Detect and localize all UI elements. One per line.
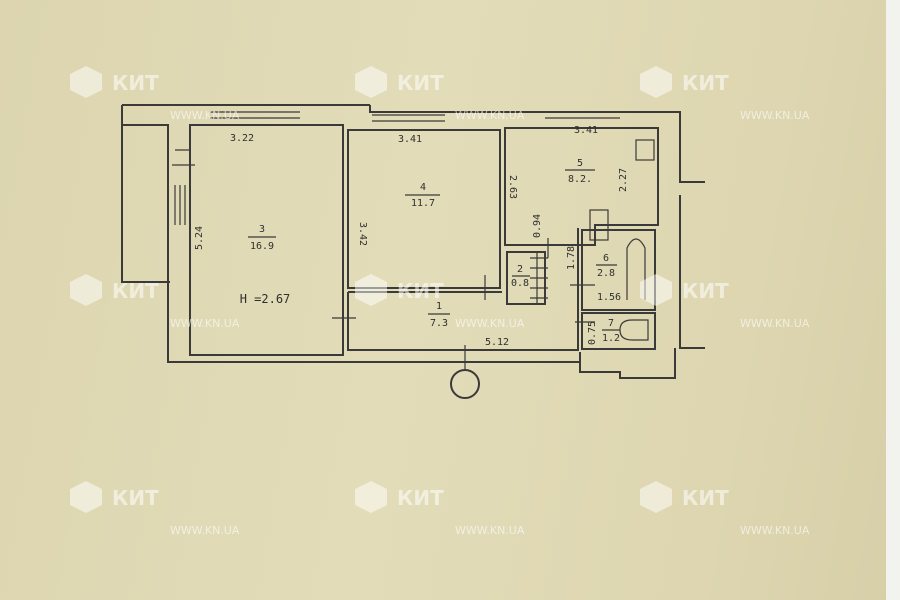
kit-logo-icon	[355, 481, 387, 513]
dim-label: 3.22	[230, 133, 254, 144]
dim-label: 0.94	[532, 214, 543, 238]
room-number: 4	[420, 182, 426, 193]
balcony-wall	[121, 104, 370, 283]
dim-label: 1.56	[597, 292, 621, 303]
labels: 3.22 3.41 3.41 5.24 3.42 2.63 2.27 5.12 …	[194, 125, 629, 348]
door-marks	[332, 238, 595, 370]
ceiling-height: H =2.67	[240, 292, 291, 306]
room-area: 0.8	[511, 278, 529, 289]
watermark-logo-text: КИТ	[397, 71, 444, 95]
kit-logo-icon	[640, 481, 672, 513]
kit-logo-icon	[70, 481, 102, 513]
room-number: 2	[517, 264, 523, 275]
kit-logo-icon	[70, 274, 102, 306]
dim-label: 2.63	[507, 175, 518, 199]
windows-top	[210, 111, 620, 122]
dim-label: 3.41	[574, 125, 598, 136]
watermark-logo-text: КИТ	[112, 279, 159, 303]
watermark-logo-text: КИТ	[397, 279, 444, 303]
room-area: 1.2	[602, 333, 620, 344]
watermark-logo-text: КИТ	[682, 71, 729, 95]
entrance-circle	[450, 369, 480, 399]
kit-logo-icon	[70, 66, 102, 98]
room-area: 11.7	[411, 198, 435, 209]
dim-label: 5.12	[485, 337, 509, 348]
kit-logo-icon	[355, 274, 387, 306]
watermark-url: WWW.KN.UA	[455, 109, 525, 122]
walls	[121, 104, 705, 399]
watermark-url: WWW.KN.UA	[455, 317, 525, 330]
room-6-outline	[581, 229, 656, 311]
watermark-logo-text: КИТ	[682, 279, 729, 303]
stove-icon	[635, 139, 655, 161]
toilet-icon	[619, 319, 649, 341]
room-number: 3	[259, 224, 265, 235]
room-number: 5	[577, 158, 583, 169]
room-7-outline	[581, 312, 656, 350]
watermark-logo-text: КИТ	[682, 486, 729, 510]
kit-logo-icon	[355, 66, 387, 98]
room-area: 2.8	[597, 268, 615, 279]
watermark-url: WWW.KN.UA	[170, 524, 240, 537]
room-4-outline	[347, 129, 501, 289]
dim-label: 3.41	[398, 134, 422, 145]
dim-label: 2.27	[618, 168, 629, 192]
outer-wall-left-bottom	[167, 125, 580, 363]
shelves	[530, 252, 548, 304]
watermark-url: WWW.KN.UA	[740, 317, 810, 330]
watermark-logo-text: КИТ	[112, 71, 159, 95]
dim-label: 5.24	[194, 226, 205, 250]
watermark-logo-text: КИТ	[112, 486, 159, 510]
dim-label: 3.42	[357, 222, 368, 246]
watermark-url: WWW.KN.UA	[170, 109, 240, 122]
watermark-url: WWW.KN.UA	[455, 524, 525, 537]
kit-logo-icon	[640, 66, 672, 98]
room-area: 7.3	[430, 318, 448, 329]
outer-wall-right	[369, 105, 705, 379]
room-area: 16.9	[250, 241, 274, 252]
room-number: 6	[603, 253, 609, 264]
room-3-outline	[189, 124, 344, 356]
dim-label: 1.78	[566, 246, 577, 270]
watermark-url: WWW.KN.UA	[170, 317, 240, 330]
room-area: 8.2.	[568, 174, 592, 185]
bathtub-icon	[626, 238, 646, 300]
room-number: 1	[436, 301, 442, 312]
window-left	[172, 149, 195, 225]
watermark-url: WWW.KN.UA	[740, 524, 810, 537]
vent-icon	[589, 209, 609, 241]
room-5-outline	[504, 127, 659, 246]
watermark-logo-text: КИТ	[397, 486, 444, 510]
watermarks: КИТ WWW.KN.UA КИТ WWW.KN.UA КИТ WWW.KN.UA КИТ W…	[70, 66, 810, 537]
kit-logo-icon	[640, 274, 672, 306]
paper-edge	[886, 0, 900, 600]
watermark-url: WWW.KN.UA	[740, 109, 810, 122]
room-number: 7	[608, 318, 614, 329]
dim-label: 0.75	[587, 321, 598, 345]
